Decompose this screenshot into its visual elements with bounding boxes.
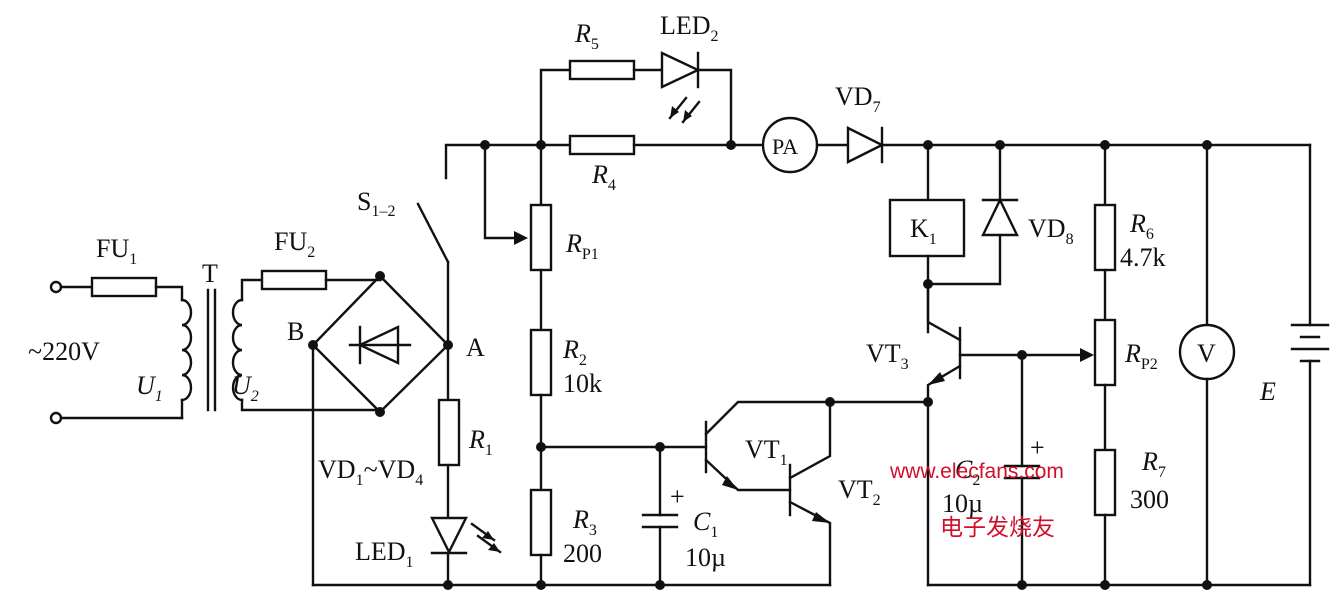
label-vd8: VD8 bbox=[1028, 214, 1074, 248]
capacitor-c2 bbox=[1003, 353, 1041, 587]
label-mains: ~220V bbox=[28, 337, 100, 366]
label-node-b: B bbox=[287, 317, 304, 346]
watermark: www.elecfans.com 电子发烧友 bbox=[889, 460, 1064, 541]
watermark-site: 电子发烧友 bbox=[940, 515, 1055, 541]
label-r5: R5 bbox=[574, 19, 599, 53]
resistor-r1 bbox=[437, 398, 461, 467]
value-r2: 10k bbox=[563, 369, 602, 398]
label-ammeter: PA bbox=[772, 134, 798, 159]
switch-s1-2 bbox=[416, 143, 487, 347]
resistor-r6 bbox=[1093, 203, 1117, 272]
led1-light-arrows bbox=[470, 522, 502, 554]
resistor-r7 bbox=[1093, 448, 1117, 517]
label-bridge: VD1~VD4 bbox=[318, 455, 423, 489]
divider-chain bbox=[1093, 143, 1117, 587]
label-fu2: FU2 bbox=[274, 227, 315, 261]
label-led1: LED1 bbox=[355, 537, 414, 571]
darlington-stage bbox=[539, 397, 933, 587]
label-vd7: VD7 bbox=[835, 82, 881, 116]
value-r3: 200 bbox=[563, 539, 602, 568]
mains-input bbox=[49, 276, 184, 425]
label-k1: K1 bbox=[910, 214, 937, 248]
c2-plus: + bbox=[1030, 433, 1045, 462]
label-rp1: RP1 bbox=[565, 229, 599, 263]
label-u1: U1 bbox=[136, 371, 163, 405]
led2-light-arrows bbox=[668, 96, 701, 124]
indicator-branch bbox=[430, 343, 502, 587]
label-r7: R7 bbox=[1141, 447, 1166, 481]
label-transformer: T bbox=[202, 259, 218, 288]
resistor-r4 bbox=[568, 134, 636, 156]
label-c1: C1 bbox=[693, 507, 718, 541]
label-c2: C2 bbox=[955, 455, 980, 489]
component-labels: ~220V FU1 FU2 T U1 U2 B A S1–2 VD1~VD4 R… bbox=[28, 11, 1276, 572]
value-c1: 10µ bbox=[685, 543, 726, 572]
switch-blade bbox=[416, 202, 450, 264]
led1-symbol bbox=[430, 516, 468, 555]
secondary-winding bbox=[231, 298, 244, 402]
label-r2: R2 bbox=[562, 335, 587, 369]
label-r4: R4 bbox=[591, 160, 616, 194]
c1-plus: + bbox=[670, 482, 685, 511]
label-led2: LED2 bbox=[660, 11, 719, 45]
label-switch: S1–2 bbox=[357, 187, 395, 220]
label-r1: R1 bbox=[468, 425, 493, 459]
resistor-r2 bbox=[529, 328, 553, 397]
battery-e bbox=[1290, 143, 1330, 587]
label-vt1: VT1 bbox=[745, 435, 788, 469]
input-terminal-top bbox=[49, 280, 63, 294]
label-voltmeter: V bbox=[1197, 339, 1216, 368]
potentiometer-rp1 bbox=[483, 143, 553, 587]
ground-rail bbox=[311, 580, 1312, 590]
label-rp2: RP2 bbox=[1124, 339, 1158, 373]
transformer-t bbox=[180, 269, 382, 412]
diode-vd7 bbox=[846, 126, 885, 164]
label-battery: E bbox=[1259, 377, 1276, 406]
input-terminal-bottom bbox=[49, 411, 63, 425]
value-r6: 4.7k bbox=[1120, 243, 1166, 272]
label-u2: U2 bbox=[232, 371, 259, 405]
value-c2: 10µ bbox=[942, 489, 983, 518]
led2-symbol bbox=[660, 51, 701, 89]
resistor-r5 bbox=[568, 59, 636, 81]
label-r3: R3 bbox=[572, 505, 597, 539]
primary-winding bbox=[180, 298, 193, 402]
potentiometer-rp2 bbox=[1093, 318, 1117, 387]
label-node-a: A bbox=[466, 333, 485, 362]
diode-vd8 bbox=[981, 197, 1019, 237]
watermark-url: www.elecfans.com bbox=[889, 460, 1064, 483]
resistor-r3 bbox=[529, 488, 553, 557]
bridge-rectifier bbox=[308, 271, 453, 587]
label-vt2: VT2 bbox=[838, 475, 881, 509]
label-r6: R6 bbox=[1129, 209, 1154, 243]
voltmeter-branch bbox=[1178, 143, 1236, 587]
value-r7: 300 bbox=[1130, 485, 1169, 514]
label-vt3: VT3 bbox=[866, 339, 909, 373]
label-fu1: FU1 bbox=[96, 234, 137, 268]
fuse-fu2 bbox=[260, 269, 328, 291]
top-rail bbox=[480, 51, 1312, 174]
fuse-fu1 bbox=[90, 276, 158, 298]
